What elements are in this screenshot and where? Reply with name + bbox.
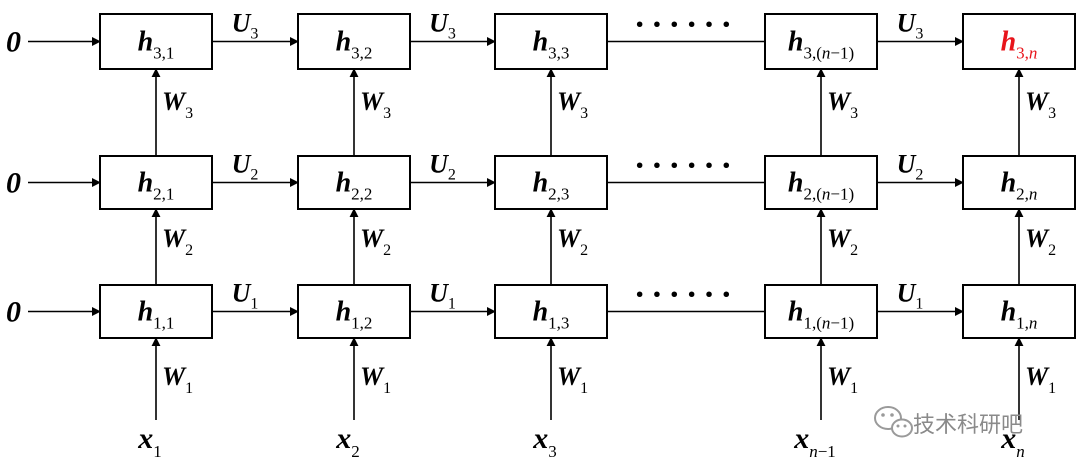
hidden-state-node: h1,1 [99, 284, 213, 339]
w-weight-label: W2 [360, 224, 391, 259]
u-weight-label: U3 [897, 9, 924, 43]
node-label: h2,n [1001, 168, 1038, 204]
node-label: h3,1 [138, 27, 175, 63]
node-label: h2,3 [533, 168, 570, 204]
u-weight-label: U1 [232, 279, 259, 313]
u-weight-label: U2 [429, 150, 456, 184]
node-label: h3,2 [336, 27, 373, 63]
ellipsis: ······ [634, 277, 738, 314]
input-x-label: x3 [532, 422, 557, 461]
hidden-state-node: h3,1 [99, 13, 213, 70]
node-label: h1,1 [138, 297, 175, 333]
w-weight-label: W3 [162, 87, 193, 122]
w-weight-label: W1 [557, 362, 588, 397]
w-weight-label: W1 [1025, 362, 1056, 397]
watermark: 技术科研吧 [874, 406, 1023, 438]
hidden-state-node: h2,(n−1) [764, 155, 878, 210]
w-weight-label: W3 [1025, 87, 1056, 122]
node-label: h1,3 [533, 297, 570, 333]
labels: U1 U1 U1 ······ U2 U2 U2 ······ U3 U3 U3 ······ W1 W2… [6, 7, 1056, 462]
node-box [962, 284, 1076, 339]
hidden-state-node: h3,2 [297, 13, 411, 70]
node-label: h1,2 [336, 297, 373, 333]
node-box [297, 13, 411, 70]
hidden-state-node: h2,3 [494, 155, 608, 210]
nodes: h1,1 h1,2 h1,3 h1,(n−1) h1,n h2,1 h2,2 h2,3 h2,(… [99, 13, 1076, 339]
hidden-state-node: h3,n [962, 13, 1076, 70]
node-box [99, 284, 213, 339]
w-weight-label: W3 [557, 87, 588, 122]
w-weight-label: W2 [162, 224, 193, 259]
node-label: h3,n [1001, 27, 1038, 63]
hidden-state-node: h1,3 [494, 284, 608, 339]
node-box [494, 284, 608, 339]
node-label: h1,n [1001, 297, 1038, 333]
node-box [764, 155, 878, 210]
wechat-icon [874, 406, 913, 438]
ellipsis: ······ [634, 7, 738, 44]
node-label: h3,(n−1) [788, 27, 854, 63]
w-weight-label: W2 [827, 224, 858, 259]
input-x-label: xn−1 [793, 422, 836, 461]
node-box [99, 155, 213, 210]
node-box [962, 13, 1076, 70]
u-weight-label: U1 [897, 279, 924, 313]
node-box [764, 13, 878, 70]
zero-input: 0 [6, 26, 21, 59]
w-weight-label: W1 [162, 362, 193, 397]
edges [28, 37, 1024, 420]
input-x-label: xn [1000, 422, 1025, 461]
node-label: h2,2 [336, 168, 373, 204]
node-label: h2,(n−1) [788, 168, 854, 204]
hidden-state-node: h3,(n−1) [764, 13, 878, 70]
node-label: h2,1 [138, 168, 175, 204]
node-label: h3,3 [533, 27, 570, 63]
w-weight-label: W2 [557, 224, 588, 259]
w-weight-label: W3 [827, 87, 858, 122]
u-weight-label: U2 [232, 150, 259, 184]
node-box [297, 155, 411, 210]
hidden-state-node: h3,3 [494, 13, 608, 70]
node-box [494, 13, 608, 70]
u-weight-label: U2 [897, 150, 924, 184]
w-weight-label: W2 [1025, 224, 1056, 259]
u-weight-label: U3 [429, 9, 456, 43]
w-weight-label: W1 [827, 362, 858, 397]
hidden-state-node: h1,n [962, 284, 1076, 339]
zero-input: 0 [6, 167, 21, 200]
node-box [494, 155, 608, 210]
w-weight-label: W1 [360, 362, 391, 397]
node-box [962, 155, 1076, 210]
hidden-state-node: h1,2 [297, 284, 411, 339]
node-box [99, 13, 213, 70]
hidden-state-node: h1,(n−1) [764, 284, 878, 339]
hidden-state-node: h2,1 [99, 155, 213, 210]
u-weight-label: U3 [232, 9, 259, 43]
ellipsis: ······ [634, 148, 738, 185]
node-box [764, 284, 878, 339]
hidden-state-node: h2,2 [297, 155, 411, 210]
watermark-text: 技术科研吧 [913, 413, 1023, 438]
zero-input: 0 [6, 296, 21, 329]
hidden-state-node: h2,n [962, 155, 1076, 210]
w-weight-label: W3 [360, 87, 391, 122]
input-x-label: x1 [137, 422, 162, 461]
input-x-label: x2 [335, 422, 360, 461]
node-box [297, 284, 411, 339]
node-label: h1,(n−1) [788, 297, 854, 333]
u-weight-label: U1 [429, 279, 456, 313]
